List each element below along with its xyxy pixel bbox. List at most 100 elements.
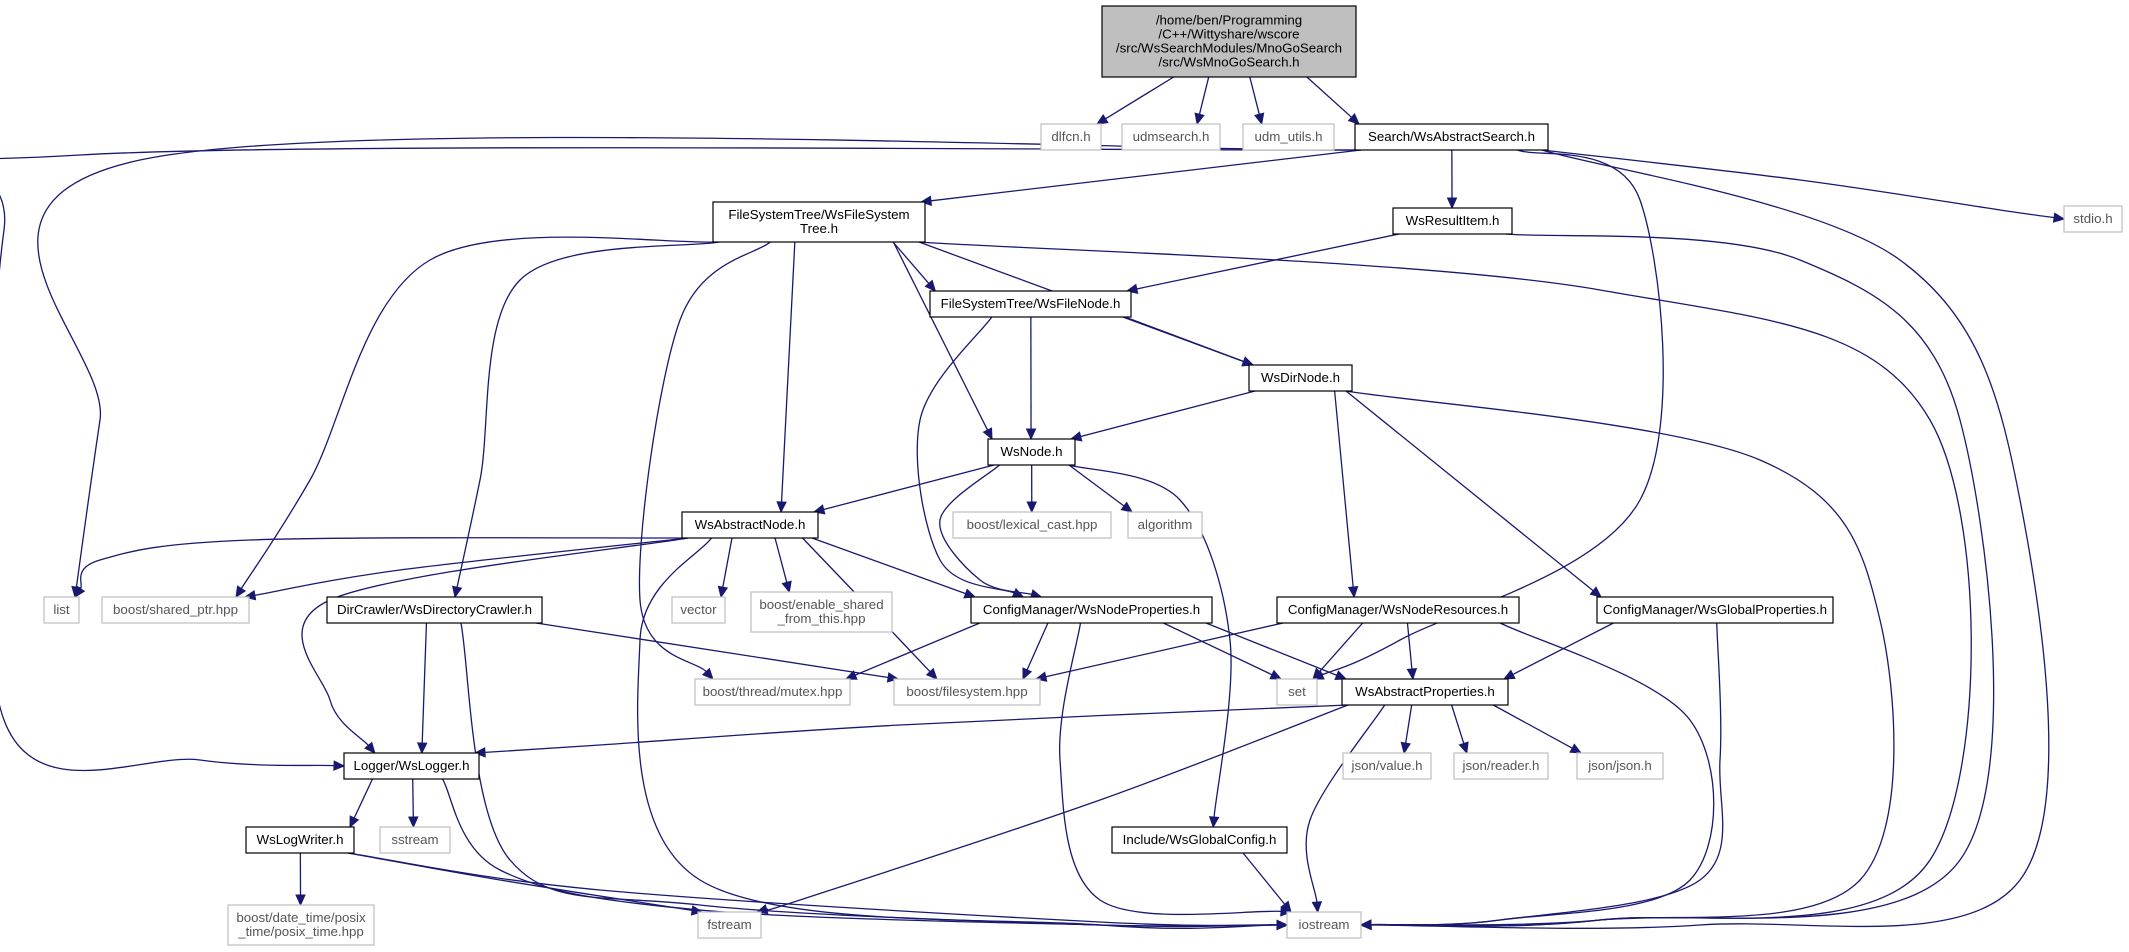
- arrowhead: [473, 747, 486, 758]
- edge-line: [811, 537, 966, 595]
- node-abstractsearch[interactable]: Search/WsAbstractSearch.h: [1354, 123, 1549, 151]
- node-label-line: udmsearch.h: [1133, 129, 1210, 144]
- edge-noderes-to-abstractprops: [1406, 622, 1418, 681]
- arrowhead: [1406, 668, 1418, 681]
- edge-abstractsearch-to-stdio: [1541, 149, 2066, 223]
- node-label-line: boost/thread/mutex.hpp: [703, 684, 843, 699]
- arrowhead: [1269, 669, 1283, 680]
- node-box: [326, 596, 543, 624]
- edge-line: [763, 704, 1349, 912]
- node-abstractprops[interactable]: WsAbstractProperties.h: [1341, 678, 1509, 706]
- node-label-line: udm_utils.h: [1255, 129, 1323, 144]
- arrowhead: [1446, 197, 1458, 210]
- edge-line: [1045, 622, 1284, 678]
- edge-dirnode-to-globalprops: [1345, 390, 1602, 598]
- node-nodeprops[interactable]: ConfigManager/WsNodeProperties.h: [970, 596, 1213, 624]
- node-jsonvalue: json/value.h: [1342, 752, 1432, 780]
- edge-resultitem-to-filenode: [1125, 233, 1400, 295]
- arrowhead: [1458, 741, 1469, 755]
- edge-wsnode-to-lexical: [1026, 464, 1038, 514]
- node-label-line: DirCrawler/WsDirectoryCrawler.h: [337, 602, 532, 617]
- arrowhead: [1022, 667, 1033, 681]
- edge-line: [1242, 852, 1286, 905]
- node-label-line: dlfcn.h: [1051, 129, 1090, 144]
- node-globalconfig[interactable]: Include/WsGlobalConfig.h: [1111, 826, 1288, 854]
- node-label-line: ConfigManager/WsGlobalProperties.h: [1603, 602, 1827, 617]
- arrowhead: [235, 585, 247, 599]
- edge-line: [1068, 464, 1232, 818]
- edge-line: [918, 241, 1972, 927]
- node-label-line: WsResultItem.h: [1406, 213, 1500, 228]
- arrowhead: [1502, 669, 1516, 680]
- node-box: [1276, 678, 1318, 706]
- node-box: [952, 511, 1112, 539]
- node-box: [1242, 123, 1335, 151]
- edge-line: [854, 622, 981, 676]
- node-logger[interactable]: Logger/WsLogger.h: [343, 752, 480, 780]
- edge-dirnode-to-wsnode: [1069, 390, 1256, 442]
- edge-line: [456, 241, 720, 588]
- arrowhead: [1276, 919, 1289, 931]
- node-box: [1453, 752, 1549, 780]
- arrowhead: [1347, 586, 1359, 599]
- node-label-line: WsDirNode.h: [1261, 370, 1340, 385]
- arrowhead: [717, 585, 729, 599]
- node-box: [1342, 752, 1432, 780]
- node-noderes[interactable]: ConfigManager/WsNodeResources.h: [1276, 596, 1520, 624]
- node-udmsearch: udmsearch.h: [1121, 123, 1221, 151]
- node-box: [227, 904, 375, 946]
- node-filenode[interactable]: FileSystemTree/WsFileNode.h: [929, 290, 1132, 318]
- node-label-line: /src/WsMnoGoSearch.h: [1158, 55, 1299, 70]
- node-label-line: json/json.h: [1587, 758, 1652, 773]
- node-dircrawler[interactable]: DirCrawler/WsDirectoryCrawler.h: [326, 596, 543, 624]
- node-wsnode[interactable]: WsNode.h: [987, 438, 1076, 466]
- node-mutex: boost/thread/mutex.hpp: [694, 678, 851, 706]
- node-dlfcn: dlfcn.h: [1040, 123, 1102, 151]
- edge-line: [1124, 316, 1244, 363]
- edge-logger-to-sstream: [407, 778, 419, 829]
- node-globalprops[interactable]: ConfigManager/WsGlobalProperties.h: [1596, 596, 1834, 624]
- node-layer: /home/ben/Programming/C++/Wittyshare/wsc…: [43, 5, 2123, 946]
- node-sharedptr: boost/shared_ptr.hpp: [101, 596, 250, 624]
- edge-line: [254, 537, 689, 596]
- node-box: [101, 596, 250, 624]
- edge-fstree-to-filenode: [892, 241, 937, 292]
- edge-logger-to-logwriter: [349, 778, 374, 829]
- edge-line: [930, 149, 1362, 202]
- node-label-line: WsNode.h: [1000, 444, 1062, 459]
- node-root[interactable]: /home/ben/Programming/C++/Wittyshare/wsc…: [1101, 5, 1357, 78]
- arrowhead: [982, 427, 993, 441]
- node-resultitem[interactable]: WsResultItem.h: [1392, 207, 1513, 235]
- edge-abstractsearch-to-logger: [0, 147, 1362, 772]
- node-label-line: set: [1288, 684, 1306, 699]
- edge-line: [802, 537, 931, 673]
- arrowhead: [416, 742, 428, 755]
- node-label-line: WsAbstractNode.h: [695, 517, 806, 532]
- edge-line: [774, 537, 788, 583]
- edge-line: [1163, 622, 1273, 676]
- edge-line: [892, 241, 989, 431]
- edge-line: [780, 241, 796, 503]
- edge-line: [301, 537, 689, 746]
- node-box: [1596, 596, 1834, 624]
- edge-abstractnode-to-nodeprops: [811, 537, 977, 599]
- edge-wsnode-to-algorithm: [1068, 464, 1133, 513]
- node-abstractnode[interactable]: WsAbstractNode.h: [681, 511, 819, 539]
- node-jsonreader: json/reader.h: [1453, 752, 1549, 780]
- node-box: [1354, 123, 1549, 151]
- node-label-line: stdio.h: [2073, 211, 2112, 226]
- edge-line: [353, 778, 374, 819]
- node-dirnode[interactable]: WsDirNode.h: [1248, 364, 1353, 392]
- edge-line: [1321, 149, 1664, 676]
- edge-line: [0, 147, 1362, 772]
- edge-line: [1512, 622, 1614, 676]
- node-logwriter[interactable]: WsLogWriter.h: [245, 826, 355, 854]
- edge-line: [1405, 704, 1413, 744]
- edge-abstractsearch-to-fstree: [919, 149, 1362, 207]
- edge-line: [1370, 622, 1724, 926]
- arrowhead: [1241, 356, 1255, 367]
- node-box: [1111, 826, 1288, 854]
- edge-line: [892, 241, 930, 284]
